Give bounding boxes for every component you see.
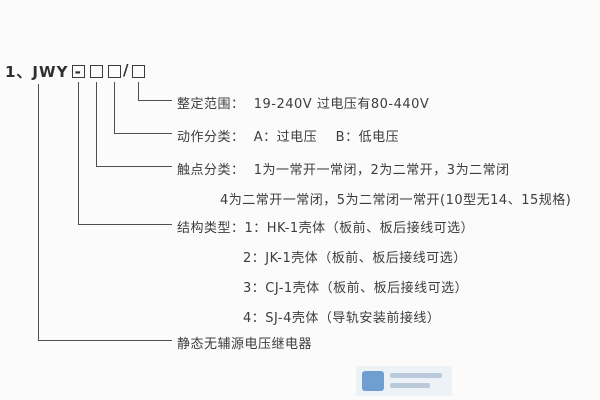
contact-label-2: 4为二常开一常闭，5为二常闭一常开(10型无14、15规格) — [220, 193, 572, 208]
action-label: 动作分类： A：过电压 B：低电压 — [177, 130, 400, 145]
connector-hline-contact — [96, 166, 172, 167]
connector-vline-range — [138, 82, 139, 100]
connector-hline-product — [38, 340, 172, 341]
range-label: 整定范围： 19-240V 过电压有80-440V — [177, 97, 430, 112]
connector-vline-action — [114, 82, 115, 133]
model-box-contact — [90, 65, 103, 78]
connector-vline-structure — [78, 82, 79, 224]
product-name: 静态无辅源电压继电器 — [177, 337, 313, 352]
watermark-text-bar — [390, 383, 430, 388]
watermark-image — [356, 366, 452, 396]
contact-label-1: 触点分类： 1为一常开一常闭，2为二常开，3为二常闭 — [177, 163, 510, 178]
structure-label-2: 2：JK-1壳体（板前、板后接线可选） — [243, 251, 467, 266]
watermark-text-bar — [390, 373, 442, 378]
connector-vline-product — [38, 84, 39, 340]
structure-label-1: 结构类型：1：HK-1壳体（板前、板后接线可选） — [177, 221, 475, 236]
model-prefix: 1、JWY - — [5, 63, 89, 81]
model-box-range — [132, 65, 145, 78]
connector-hline-structure — [78, 224, 172, 225]
structure-label-3: 3：CJ-1壳体（板前、板后接线可选） — [243, 281, 469, 296]
model-slash: / — [123, 61, 129, 79]
structure-label-4: 4：SJ-4壳体（导轨安装前接线） — [243, 311, 441, 326]
connector-hline-action — [114, 133, 172, 134]
connector-hline-range — [138, 100, 172, 101]
model-box-structure — [72, 65, 85, 78]
model-box-action — [108, 65, 121, 78]
watermark-product-shape — [362, 371, 384, 391]
connector-vline-contact — [96, 82, 97, 166]
